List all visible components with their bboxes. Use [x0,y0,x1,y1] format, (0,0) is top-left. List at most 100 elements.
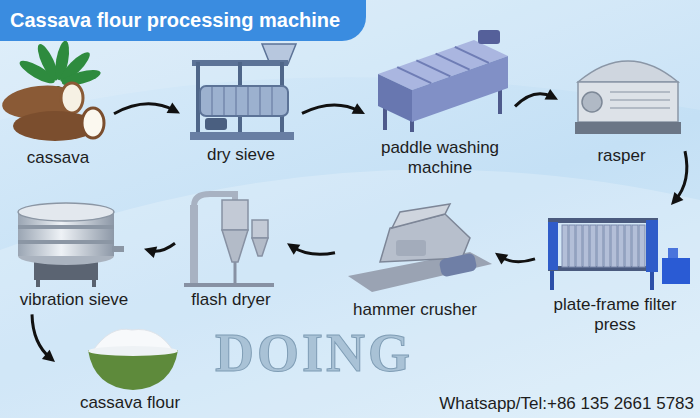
arrow-line [32,314,50,358]
flash-dryer-illustration-part [252,220,268,238]
dry-sieve-illustration-part-part [223,87,225,115]
flash-dryer-illustration-part [190,205,198,285]
step-label: hammer crusher [335,300,495,320]
dry-sieve-illustration-part [205,118,227,130]
rasper-illustration-part-part [610,107,670,109]
filter-press-illustration-part [646,220,658,272]
dry-sieve-illustration-part-part [259,87,261,115]
hammer-crusher-illustration [348,204,492,292]
arrow-head [545,89,558,100]
hammer-crusher-illustration-part [392,204,450,228]
picture-space [365,30,515,138]
arrow-head [352,103,365,114]
vibration-sieve-illustration-part [18,225,114,229]
paddle-washer-illustration-part-part [455,47,489,63]
filter-press-illustration-part-part [604,225,610,267]
arrow-head [144,246,157,257]
filter-press-illustration [548,218,690,290]
process-step: plate-frame filter press [535,205,695,340]
cassava-illustration-part [61,83,83,113]
process-step: vibration sieve [4,195,144,314]
flash-dryer-illustration-part [222,230,248,262]
filter-press-illustration-part-part [590,225,596,267]
rasper-illustration-part-part [610,91,670,93]
dry-sieve-illustration-part-part [235,87,237,115]
flash-dryer-illustration-part [252,238,268,256]
dry-sieve-illustration-part [190,132,294,140]
flow-arrow [287,243,335,255]
process-step: rasper [558,42,685,170]
arrow-head [495,253,508,265]
cassava-illustration-part [82,108,104,138]
filter-press-illustration-part-part [576,225,582,267]
picture-space [558,42,685,146]
paddle-washer-illustration-part-part [436,54,470,70]
process-step: flash dryer [175,185,287,314]
picture-space [535,205,695,295]
filter-press-illustration-part-part [632,225,638,267]
contact-number: Whatsapp/Tel:+86 135 2661 5783 [439,394,694,414]
process-step: cassava flour [55,325,205,417]
step-label: dry sieve [180,145,302,165]
dry-sieve-illustration-part [212,87,272,115]
rasper-illustration-part-part [610,99,670,101]
flour-bowl-illustration [88,329,178,390]
rasper-illustration-part [578,82,678,122]
dry-sieve-illustration-part-part [271,87,273,115]
picture-space [335,205,495,300]
filter-press-illustration-part-part [625,225,631,267]
paddle-washer-illustration-part-part [397,67,431,83]
hammer-crusher-illustration-part [380,214,470,262]
paddle-washer-illustration-part-part [416,60,450,76]
process-step: cassava [2,42,114,172]
flow-arrow [114,102,180,113]
dry-sieve-illustration [190,44,296,140]
flow-arrow [302,103,365,114]
title-bar: Cassava flour processing machine [0,0,366,41]
paddle-washer-illustration-part [378,74,412,122]
arrow-head [287,243,300,255]
dry-sieve-illustration-part-part [211,87,213,115]
process-step: dry sieve [180,45,302,169]
arrow-line [675,151,687,200]
rasper-illustration-part [578,61,678,82]
vibration-sieve-illustration-part [18,203,114,221]
picture-space [175,185,287,290]
flour-bowl-illustration-part [88,346,178,356]
arrow-line [114,104,175,114]
arrow-head [42,350,55,362]
paddle-washer-illustration [378,30,508,132]
filter-press-illustration-part-part [639,225,645,267]
picture-space [4,195,144,290]
filter-press-illustration-part [548,218,658,223]
flow-arrow [495,253,535,265]
step-label: cassava flour [55,393,205,413]
title: Cassava flour processing machine [0,0,366,41]
step-label: cassava [2,148,114,168]
paddle-washer-illustration-part [478,30,500,44]
filter-press-illustration-part [548,222,558,270]
rasper-illustration-part [610,92,670,108]
hammer-crusher-illustration-part [396,240,426,256]
filter-press-illustration-part-part [597,225,603,267]
flow-arrow [144,243,175,258]
filter-press-illustration-part-part [562,225,568,267]
arrow-line [292,247,335,255]
step-label: flash dryer [175,290,287,310]
vibration-sieve-illustration-part [18,240,114,244]
rasper-illustration-part [582,92,602,112]
arrow-line [302,105,360,113]
filter-press-illustration-part-part [611,225,617,267]
filter-press-illustration-part-part [650,270,654,290]
flow-arrow [671,151,687,205]
step-label: vibration sieve [4,290,144,310]
step-label: plate-frame filter press [535,295,695,336]
filter-press-illustration-part [668,248,678,258]
arrow-head [671,192,683,205]
process-step: paddle washing machine [365,30,515,183]
cassava-illustration [1,40,104,141]
process-step: hammer crusher [335,205,495,324]
hammer-crusher-illustration-part [439,252,478,277]
